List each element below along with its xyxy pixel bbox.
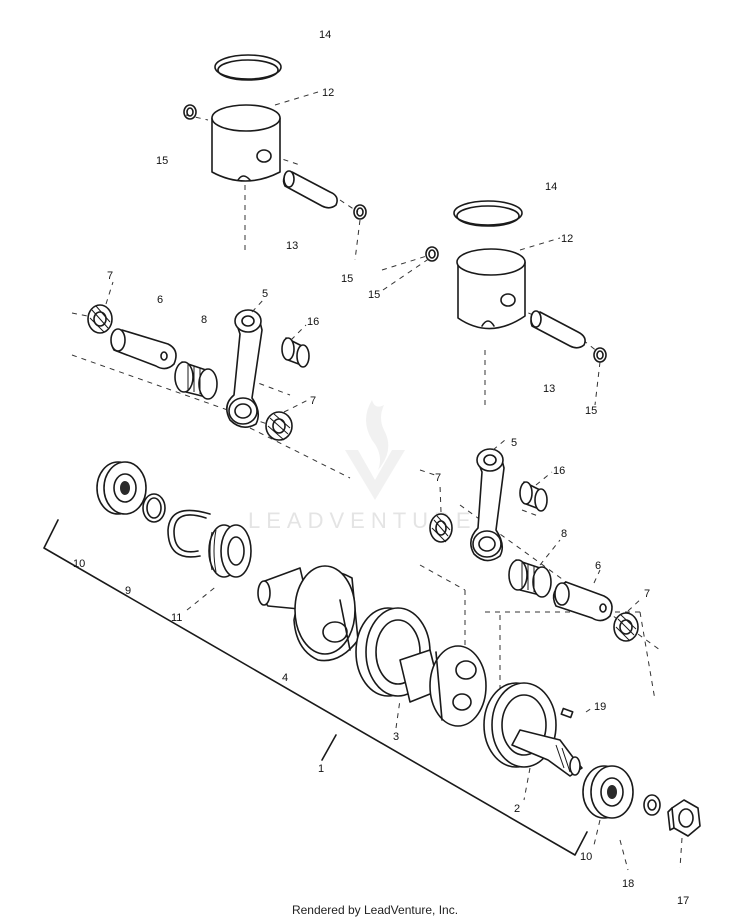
circlip-right-right <box>593 347 607 363</box>
woodruff-key <box>560 707 574 719</box>
callout-15: 15 <box>585 405 597 417</box>
piston-pin-upper <box>282 170 338 209</box>
callout-15: 15 <box>341 273 353 285</box>
callout-5: 5 <box>262 288 268 300</box>
callout-8: 8 <box>561 528 567 540</box>
assembly-bracket <box>43 519 588 856</box>
lock-washer <box>643 794 661 816</box>
spacer-ring <box>142 493 166 523</box>
crank-pin-left <box>110 328 177 370</box>
connecting-rod-right <box>470 448 505 562</box>
callout-19: 19 <box>594 701 606 713</box>
needle-bearing-left-small <box>281 337 310 368</box>
thrust-washer-left-inner <box>265 411 293 441</box>
ball-bearing-left <box>96 461 147 515</box>
callout-17: 17 <box>677 895 689 907</box>
callout-2: 2 <box>514 803 520 815</box>
callout-18: 18 <box>622 878 634 890</box>
callout-16: 16 <box>553 465 565 477</box>
needle-bearing-right-large <box>508 559 552 598</box>
callout-5: 5 <box>511 437 517 449</box>
footer-credit: Rendered by LeadVenture, Inc. <box>291 903 459 917</box>
piston-right <box>456 248 526 330</box>
callout-1: 1 <box>318 763 324 775</box>
thrust-washer-right-outer <box>429 513 453 543</box>
piston-ring-upper <box>214 54 282 81</box>
callout-16: 16 <box>307 316 319 328</box>
piston-ring-right <box>453 200 523 227</box>
piston-pin-right <box>530 310 586 349</box>
callout-9: 9 <box>125 585 131 597</box>
callout-8: 8 <box>201 314 207 326</box>
callout-14: 14 <box>545 181 557 193</box>
crankshaft-right-half <box>483 682 583 777</box>
callout-12: 12 <box>322 87 334 99</box>
hex-nut <box>667 799 701 837</box>
crank-pin-right <box>552 581 613 622</box>
callout-13: 13 <box>543 383 555 395</box>
crankshaft-center-section <box>355 607 487 727</box>
callout-4: 4 <box>282 672 288 684</box>
callout-10: 10 <box>73 558 85 570</box>
callout-10: 10 <box>580 851 592 863</box>
thrust-washer-left-outer <box>87 304 113 334</box>
callout-3: 3 <box>393 731 399 743</box>
callout-7: 7 <box>107 270 113 282</box>
crankshaft-left-half <box>257 565 359 662</box>
circlip-right-left <box>425 246 439 262</box>
callout-15: 15 <box>368 289 380 301</box>
thrust-washer-right-inner <box>613 612 639 642</box>
circlip-upper-right <box>353 204 367 220</box>
callout-7: 7 <box>310 395 316 407</box>
piston-upper <box>211 104 281 182</box>
oil-seal <box>208 524 252 578</box>
watermark-logo <box>345 400 405 500</box>
callout-6: 6 <box>157 294 163 306</box>
callout-15: 15 <box>156 155 168 167</box>
connecting-rod-left <box>226 309 263 428</box>
needle-bearing-right-small <box>519 481 548 512</box>
callout-6: 6 <box>595 560 601 572</box>
callout-labels: 14 12 15 13 15 14 12 15 13 15 7 6 5 8 16… <box>73 29 689 907</box>
callout-7: 7 <box>644 588 650 600</box>
leader-lines <box>105 91 683 869</box>
callout-14: 14 <box>319 29 331 41</box>
ball-bearing-right <box>582 765 634 819</box>
needle-bearing-left-large <box>174 361 218 400</box>
callout-13: 13 <box>286 240 298 252</box>
circlip-upper-left <box>183 104 197 120</box>
callout-12: 12 <box>561 233 573 245</box>
callout-11: 11 <box>171 612 182 624</box>
snap-ring <box>167 509 211 558</box>
callout-7: 7 <box>435 472 441 484</box>
